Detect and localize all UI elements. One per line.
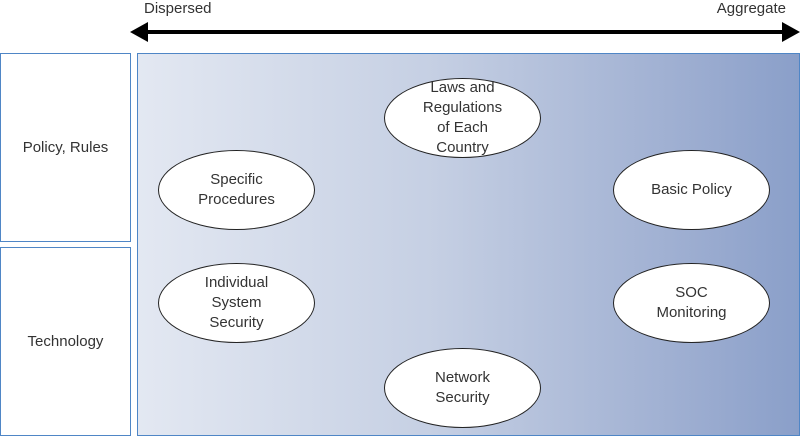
row-label-technology: Technology — [0, 247, 131, 436]
row-label-policy-rules-text: Policy, Rules — [22, 139, 109, 156]
node-network-security: Network Security — [384, 348, 541, 428]
row-label-technology-text: Technology — [27, 333, 104, 350]
axis-label-dispersed: Dispersed — [144, 0, 212, 17]
node-basic-policy: Basic Policy — [613, 150, 770, 230]
node-soc-monitoring: SOC Monitoring — [613, 263, 770, 343]
node-individual-system-security: Individual System Security — [158, 263, 315, 343]
node-specific-procedures: Specific Procedures — [158, 150, 315, 230]
axis-label-aggregate: Aggregate — [716, 0, 786, 17]
double-arrow-icon — [130, 22, 800, 42]
row-label-policy-rules: Policy, Rules — [0, 53, 131, 242]
node-laws-regulations: Laws and Regulations of Each Country — [384, 78, 541, 158]
